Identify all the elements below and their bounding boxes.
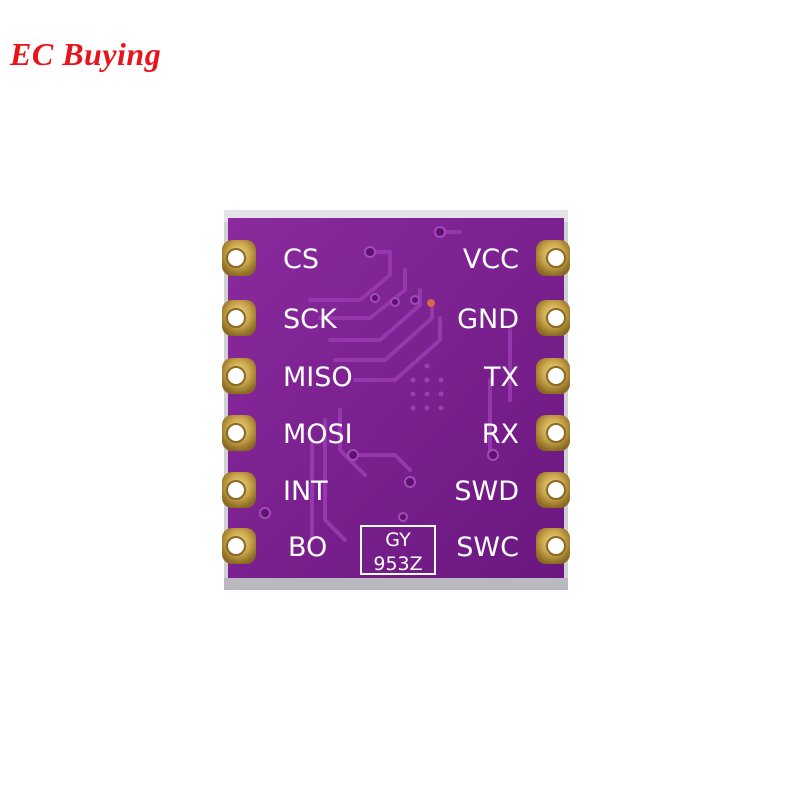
left-pads <box>222 240 256 564</box>
pin-label-right-3: TX <box>483 362 519 393</box>
pin-label-left-5: INT <box>283 476 328 507</box>
right-pads <box>536 240 570 564</box>
pin-label-right-1: VCC <box>463 244 519 275</box>
model-box <box>360 525 436 575</box>
pin-label-left-3: MISO <box>283 362 353 393</box>
pin-label-right-6: SWC <box>456 532 519 563</box>
pin-label-right-2: GND <box>457 304 519 335</box>
sensor-footprint <box>410 363 444 411</box>
pin-label-left-1: CS <box>283 244 319 275</box>
pcb-traces <box>308 230 512 542</box>
pin-label-left-6: BO <box>288 532 327 563</box>
pin-label-right-5: SWD <box>454 476 519 507</box>
model-line-1: GY <box>385 529 411 551</box>
pin-label-left-4: MOSI <box>283 419 353 450</box>
pcb-vias <box>259 226 499 522</box>
pin-label-left-2: SCK <box>283 304 338 335</box>
brand-logo-text: EC Buying <box>10 36 162 72</box>
pin-label-right-4: RX <box>482 419 519 450</box>
model-line-2: 953Z <box>373 553 422 575</box>
